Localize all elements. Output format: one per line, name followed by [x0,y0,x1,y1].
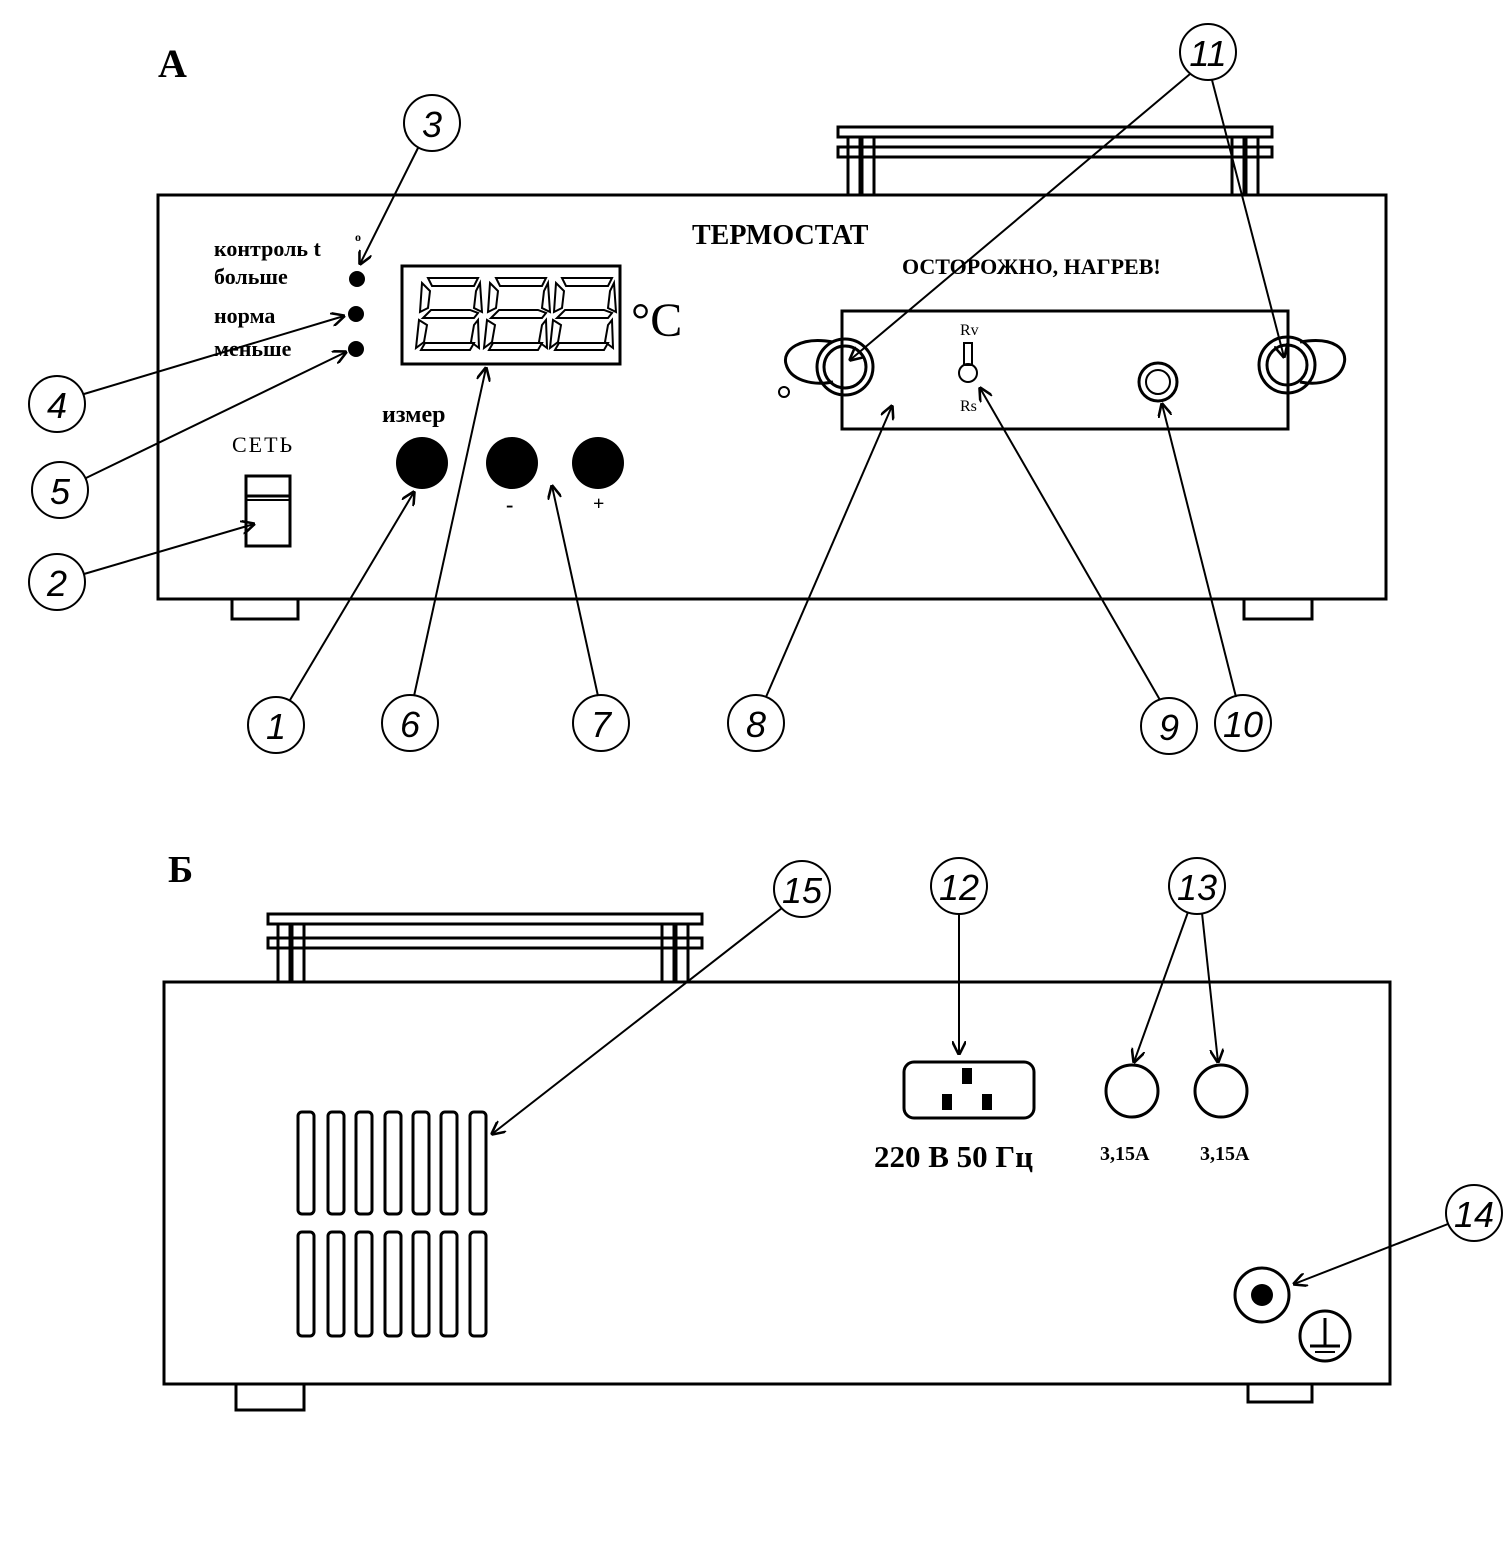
control-t-label: контроль t [214,236,322,261]
power-switch[interactable] [244,474,292,548]
callout-5: 5 [50,471,71,512]
left-clamp[interactable] [783,337,875,397]
network-label: СЕТЬ [232,432,294,457]
ventilation-grille [296,1110,488,1338]
norm-label: норма [214,303,275,328]
view-b-label: Б [168,849,193,891]
callout-15: 15 [782,870,823,911]
callout-12: 12 [939,867,979,908]
back-panel-body [162,980,1392,1386]
front-foot-right [1242,597,1314,621]
device-title: ТЕРМОСТАТ [692,220,869,251]
callout-11: 11 [1189,33,1226,74]
callouts-front: 3 11 4 5 2 1 6 7 8 9 10 [28,23,1272,755]
rv-label: Rv [960,322,979,339]
plus-button[interactable] [572,437,624,489]
top-handle-back [266,912,704,984]
minus-button[interactable] [486,437,538,489]
fuse-left[interactable] [1104,1063,1160,1119]
rs-label: Rs [960,398,977,415]
less-label: меньше [214,336,292,361]
sensor-connector[interactable] [1137,361,1179,403]
callout-2: 2 [46,563,67,604]
ground-symbol-icon [1298,1309,1352,1363]
back-foot-left [234,1382,306,1412]
measure-label: измер [382,402,445,428]
callout-8: 8 [746,704,766,745]
callout-4: 4 [47,385,67,426]
callout-6: 6 [400,704,421,745]
fuse-left-label: 3,15А [1100,1143,1150,1165]
leader-lines-back [492,907,1449,1284]
more-label: больше [214,264,288,289]
callouts-back: 15 12 13 14 [773,857,1503,1242]
led-less [348,341,364,357]
top-handle-front [836,125,1274,197]
front-foot-left [230,597,300,621]
heating-module [840,309,1290,431]
led-norm [348,306,364,322]
callout-13: 13 [1177,867,1217,908]
power-rating-label: 220 В 50 Гц [874,1139,1033,1174]
fuse-right[interactable] [1193,1063,1249,1119]
front-panel-body [156,193,1388,601]
leader-lines-front [83,73,1284,701]
callout-10: 10 [1223,704,1263,745]
callout-7: 7 [591,704,613,745]
temperature-display [400,264,622,366]
led-more [349,271,365,287]
callout-3: 3 [422,104,442,145]
small-hole [778,386,790,398]
power-socket[interactable] [902,1060,1036,1120]
plus-label: + [593,493,604,515]
ground-terminal[interactable] [1233,1266,1291,1324]
callout-14: 14 [1454,1194,1494,1235]
fuse-right-label: 3,15А [1200,1143,1250,1165]
view-a-label: А [158,41,187,86]
rv-rs-toggle[interactable] [958,342,978,383]
right-clamp[interactable] [1257,335,1347,395]
callout-9: 9 [1159,707,1179,748]
warning-text: ОСТОРОЖНО, НАГРЕВ! [902,254,1161,279]
minus-label: - [506,492,513,517]
callout-1: 1 [266,706,286,747]
celsius-unit: °C [631,294,682,347]
back-foot-right [1246,1382,1314,1404]
degree-superscript: o [355,230,361,244]
measure-button[interactable] [396,437,448,489]
